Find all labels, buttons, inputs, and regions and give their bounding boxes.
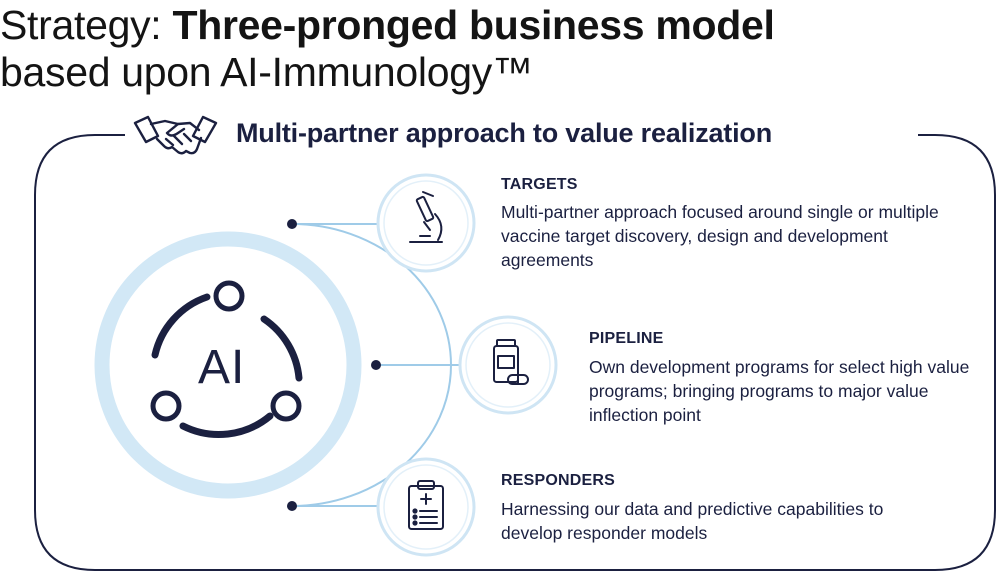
pillar-desc-targets: Multi-partner approach focused around si… [501,202,939,270]
section-heading: Multi-partner approach to value realizat… [236,118,772,148]
rounded-frame [34,134,996,571]
pillar-desc-pipeline: Own development programs for select high… [589,357,970,425]
title-bold: Three-pronged business model [172,2,775,48]
ai-label: AI [198,341,246,394]
icon-circle-targets [376,173,476,273]
medicine-bottle-icon [493,339,529,385]
icon-circle-responders [376,457,476,557]
ai-cycle-icon [151,293,303,438]
icon-circle-pipeline [458,315,558,415]
dot-targets [287,219,297,229]
microscope-icon [409,191,443,243]
ai-ring [94,231,362,499]
title-prefix: Strategy: [0,2,173,48]
cycle-node-left [150,390,182,422]
pillar-title-responders: RESPONDERS [501,472,616,489]
cycle-node-right [270,390,302,422]
clipboard-icon [408,480,444,530]
dot-responders [287,501,297,511]
pillar-desc-responders: Harnessing our data and predictive capab… [501,499,884,543]
pillar-title-targets: TARGETS [501,176,578,193]
title-line2: based upon AI-Immunology™ [0,49,533,95]
pillar-title-pipeline: PIPELINE [589,330,664,347]
handshake-icon [133,115,218,155]
cycle-node-top [213,280,245,312]
cycle-nodes [150,280,302,422]
dot-pipeline [371,360,381,370]
